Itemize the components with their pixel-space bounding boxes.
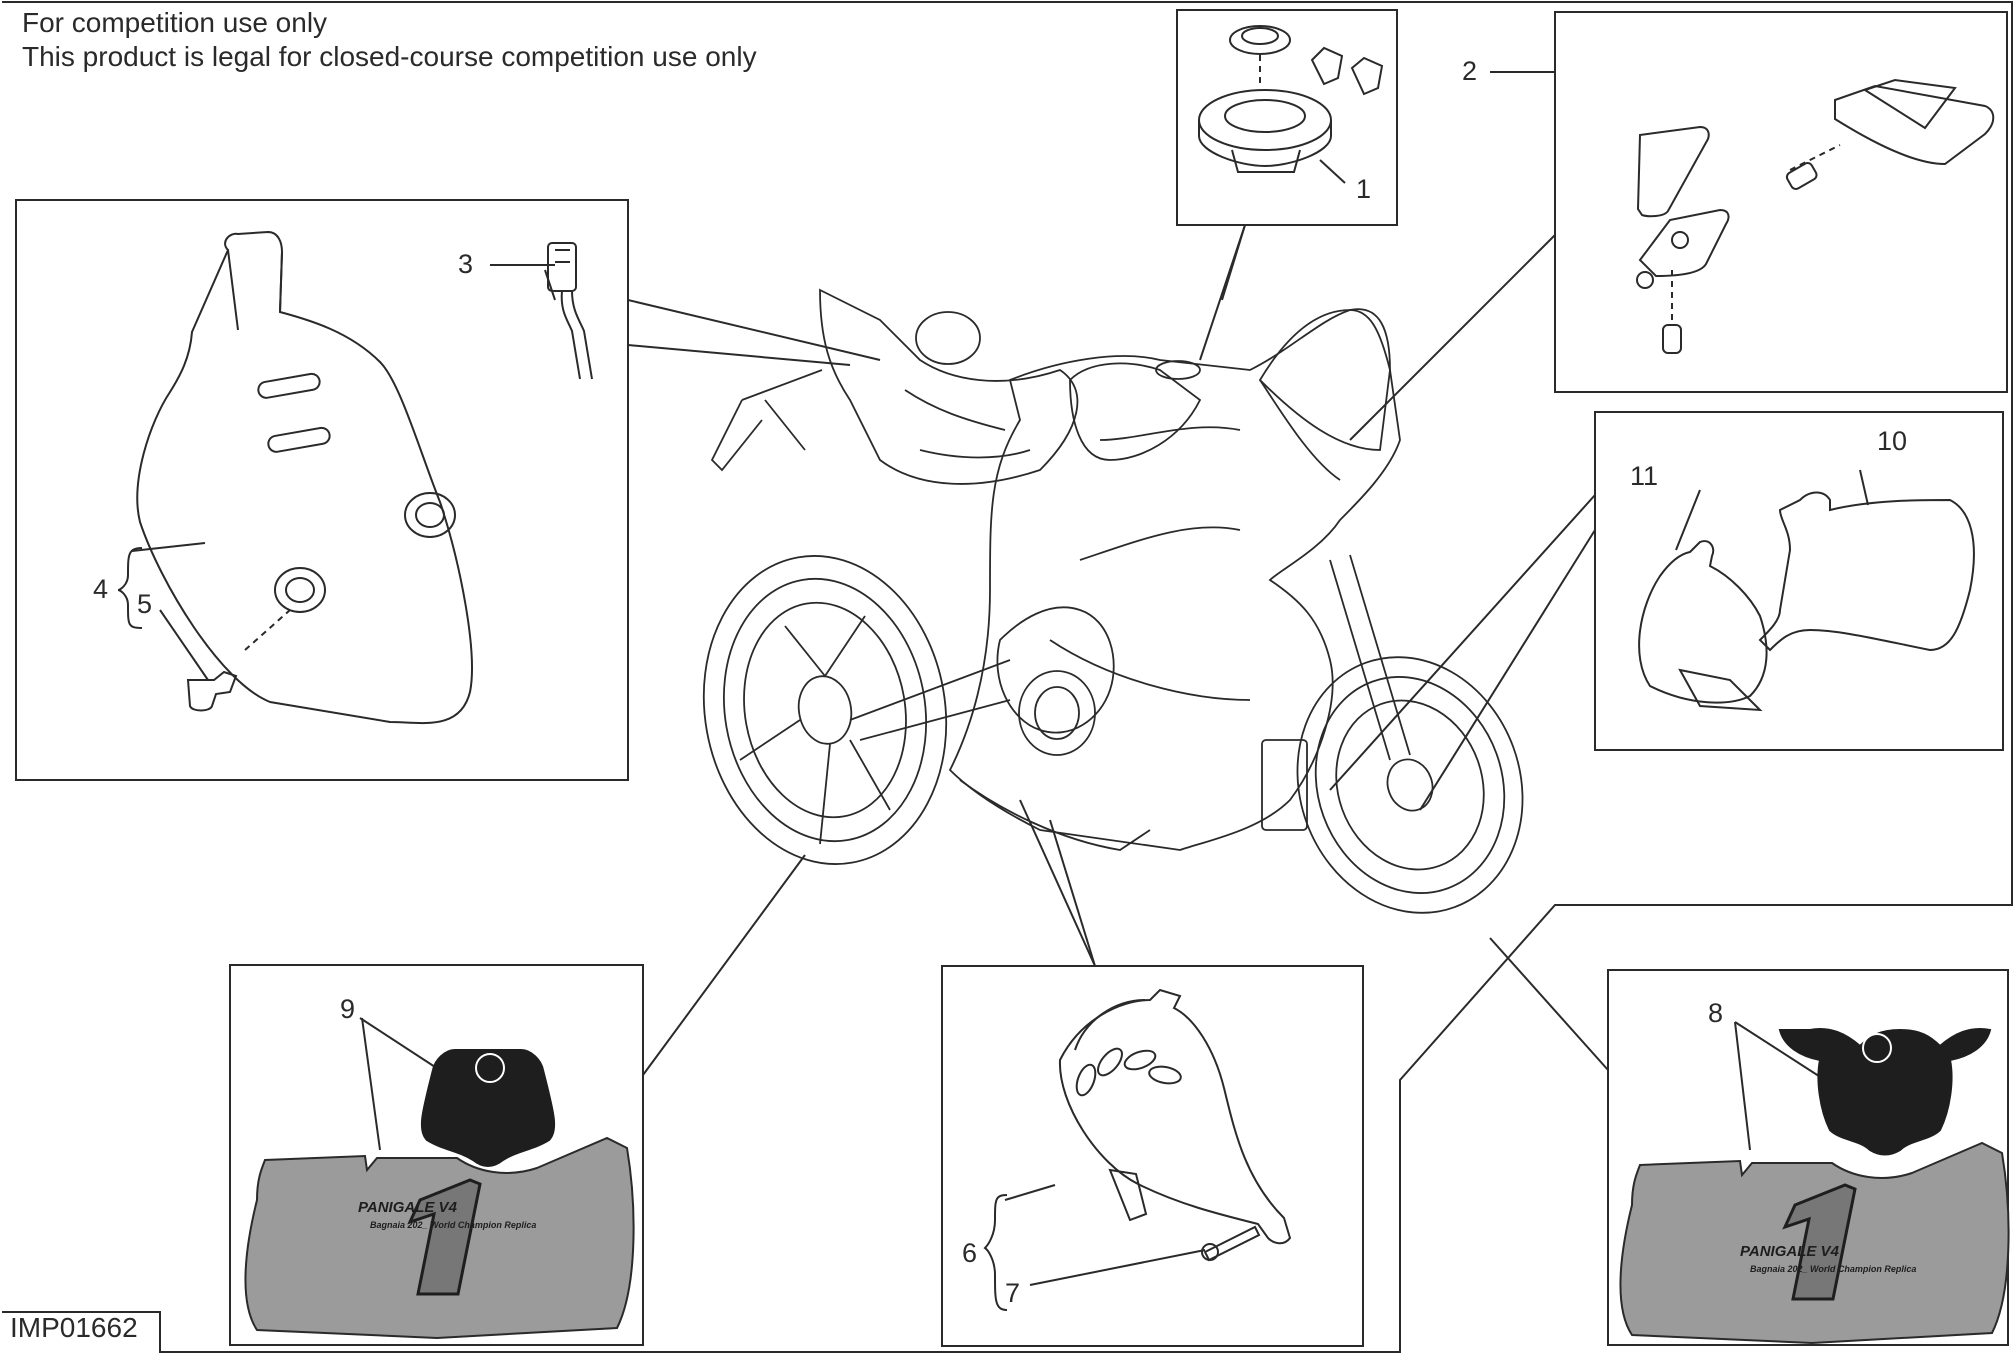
box-clutch-cover bbox=[941, 965, 1364, 1347]
connector-part bbox=[547, 242, 593, 380]
callout-10: 10 bbox=[1877, 426, 1907, 456]
callout-9: 9 bbox=[340, 994, 355, 1024]
clutch-cover-part bbox=[1058, 988, 1292, 1262]
mirror-plates-part bbox=[1636, 78, 1995, 354]
brace-6-7 bbox=[983, 1194, 1008, 1311]
cover-model-left: PANIGALE V4 bbox=[358, 1199, 458, 1216]
drawing-code: IMP01662 bbox=[10, 1312, 138, 1343]
box-seat-cover-right bbox=[1607, 969, 2009, 1346]
leader-guards bbox=[1329, 494, 1596, 791]
leader-fuel-cap-2 bbox=[1221, 224, 1246, 301]
leader-seat-left bbox=[642, 854, 806, 1076]
cover-replica-left: Bagnaia 202_ World Champion Replica bbox=[370, 1220, 536, 1230]
leader-guards-2 bbox=[1419, 529, 1596, 811]
cover-replica-right: Bagnaia 202_ World Champion Replica bbox=[1750, 1264, 1916, 1274]
callout-7: 7 bbox=[1005, 1278, 1020, 1308]
callout-6: 6 bbox=[962, 1238, 977, 1268]
seat-cover-dark-left bbox=[420, 1049, 556, 1167]
competition-note-line2: This product is legal for closed-course … bbox=[22, 41, 757, 72]
box-mirror-plates bbox=[1554, 11, 2008, 393]
callout-3: 3 bbox=[458, 249, 473, 279]
motorcycle-outline bbox=[702, 288, 1524, 914]
callout-2: 2 bbox=[1462, 56, 1477, 86]
heat-shield-part bbox=[136, 230, 473, 725]
cover-model-right: PANIGALE V4 bbox=[1740, 1243, 1840, 1260]
seat-cover-dark-right bbox=[1778, 1028, 1992, 1156]
brake-guards-part bbox=[1638, 491, 1975, 712]
callout-4: 4 bbox=[93, 574, 108, 604]
leader-clutch bbox=[1049, 819, 1096, 967]
callout-8: 8 bbox=[1708, 998, 1723, 1028]
callout-11: 11 bbox=[1630, 461, 1658, 491]
box-fuel-cap bbox=[1176, 9, 1398, 226]
number-one-right bbox=[1782, 1183, 1857, 1301]
leader-mirror bbox=[1349, 234, 1556, 441]
leader-connector bbox=[627, 299, 881, 361]
callout-1: 1 bbox=[1356, 174, 1371, 204]
leader-seat-right bbox=[1489, 937, 1609, 1071]
box-brake-guards bbox=[1594, 411, 2004, 751]
callout-5: 5 bbox=[137, 589, 152, 619]
box-seat-cover-left bbox=[229, 964, 644, 1346]
leader-connector-2 bbox=[627, 344, 851, 366]
leader-clutch-2 bbox=[1019, 799, 1096, 967]
brace-4-5 bbox=[117, 547, 143, 629]
box-heat-shield bbox=[15, 199, 629, 781]
fuel-cap-part bbox=[1198, 25, 1384, 173]
competition-note-line1: For competition use only bbox=[22, 7, 328, 38]
number-one-left bbox=[407, 1178, 482, 1296]
